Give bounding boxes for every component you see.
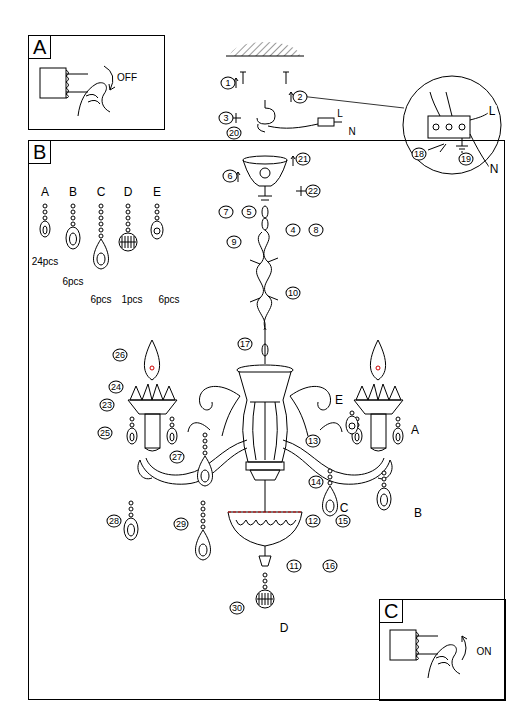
quantity-label: 1pcs — [120, 295, 143, 305]
callout-number: 10 — [286, 287, 301, 300]
callout-number: 7 — [219, 206, 234, 219]
quantity-label: L — [336, 109, 344, 119]
callout-number: 6 — [223, 170, 238, 183]
wire-label: N — [489, 163, 500, 175]
callout-number: 11 — [287, 560, 302, 573]
callout-number: 25 — [98, 427, 113, 440]
crystal-pendant — [323, 469, 338, 516]
quantity-label: 24pcs — [31, 257, 60, 267]
crystal-letter: D — [279, 622, 290, 634]
instruction-panel: A OFF — [28, 35, 165, 130]
callout-number: 28 — [107, 515, 122, 528]
callout-number: 19 — [459, 153, 474, 166]
crystal-pendant — [167, 417, 177, 444]
crystal-pendant — [393, 417, 403, 444]
crystal-letter: B — [68, 186, 78, 198]
crystal-letter: E — [334, 394, 344, 406]
crystal-pendant — [40, 204, 50, 237]
assembly-panel: B C ON — [28, 140, 505, 700]
switch-label: ON — [476, 647, 493, 657]
panel-letter: B — [28, 140, 51, 164]
panel-letter: C — [379, 599, 403, 623]
callout-number: 18 — [412, 148, 427, 161]
callout-number: 5 — [242, 206, 257, 219]
crystal-letter: A — [410, 424, 420, 436]
callout-number: 22 — [306, 185, 321, 198]
callout-number: 17 — [238, 338, 253, 351]
crystal-pendant — [94, 204, 109, 269]
quantity-label: 6pcs — [89, 295, 112, 305]
callout-number: 13 — [306, 435, 321, 448]
callout-number: 8 — [309, 224, 324, 237]
quantity-label: 6pcs — [157, 295, 180, 305]
callout-number: 1 — [221, 77, 236, 90]
callout-number: 14 — [309, 476, 324, 489]
crystal-letter: C — [339, 502, 350, 514]
callout-number: 2 — [293, 91, 308, 104]
callout-number: 23 — [100, 399, 115, 412]
callout-number: 21 — [296, 153, 311, 166]
quantity-label: 6pcs — [61, 277, 84, 287]
callout-number: 15 — [336, 515, 351, 528]
crystal-pendant — [377, 471, 391, 510]
wire-label: L — [488, 105, 497, 117]
callout-number: 27 — [170, 451, 185, 464]
crystal-pendant — [124, 501, 138, 540]
crystal-pendant — [66, 204, 80, 249]
callout-number: 9 — [227, 236, 242, 249]
instruction-panel: C ON — [379, 599, 506, 701]
crystal-pendant — [151, 204, 163, 239]
callout-number: 12 — [306, 515, 321, 528]
crystal-pendant — [198, 433, 213, 486]
callout-number: 4 — [286, 224, 301, 237]
callout-number: 26 — [113, 349, 128, 362]
panel-letter: A — [28, 35, 51, 59]
quantity-label: N — [347, 127, 356, 137]
switch-label: OFF — [116, 73, 138, 83]
crystal-pendant — [256, 573, 274, 608]
crystal-letter: A — [40, 186, 50, 198]
crystal-letter: C — [96, 186, 107, 198]
crystal-letter: E — [152, 186, 162, 198]
crystal-pendant — [119, 204, 137, 251]
callout-number: 24 — [109, 381, 124, 394]
crystal-letter: B — [413, 507, 423, 519]
wiring-detail: L N 18 19 — [402, 75, 502, 175]
callout-number: 20 — [227, 127, 242, 140]
callout-number: 30 — [230, 602, 245, 615]
crystal-pendant — [127, 417, 137, 444]
callout-number: 3 — [219, 112, 234, 125]
crystal-pendant — [346, 411, 358, 434]
callout-number: 29 — [174, 518, 189, 531]
crystal-pendant — [196, 501, 211, 560]
crystal-letter: D — [123, 186, 134, 198]
callout-number: 16 — [323, 560, 338, 573]
